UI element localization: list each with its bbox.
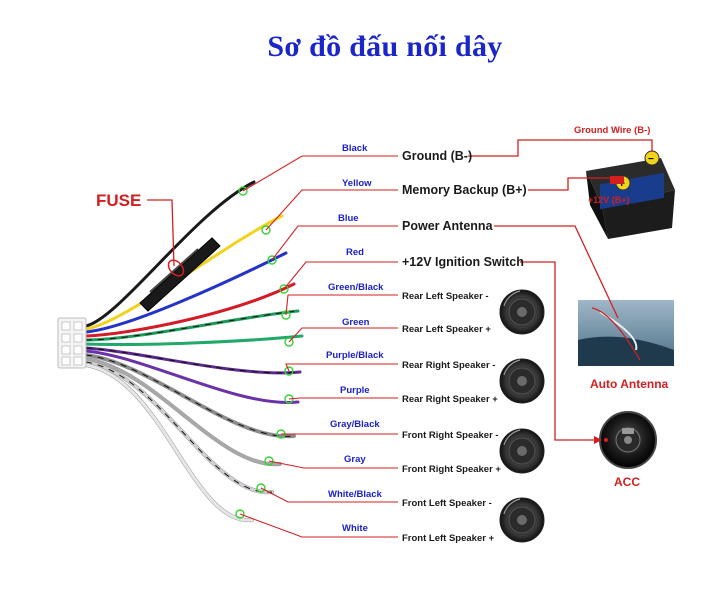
battery-label: +12V (B+) bbox=[588, 195, 630, 205]
speaker-icon bbox=[499, 358, 545, 404]
wire-color-label: Blue bbox=[338, 213, 359, 224]
speaker-icon bbox=[499, 428, 545, 474]
battery-image: − + +12V (B+) bbox=[586, 150, 675, 239]
leader-line bbox=[260, 487, 398, 503]
leader-line bbox=[285, 294, 398, 316]
wire-marker bbox=[256, 483, 266, 493]
wire-marker bbox=[267, 255, 277, 265]
wire-function-label: Front Left Speaker + bbox=[402, 533, 495, 544]
wire-marker bbox=[261, 225, 271, 235]
acc-line bbox=[520, 261, 598, 441]
wire-green-black bbox=[84, 309, 300, 342]
ground-wire-label: Ground Wire (B-) bbox=[574, 125, 650, 136]
wire-green bbox=[84, 334, 304, 347]
wire-function-label: Power Antenna bbox=[402, 219, 494, 233]
auto-antenna-label: Auto Antenna bbox=[590, 377, 669, 391]
wire-stripe bbox=[85, 354, 295, 437]
speaker-icon bbox=[499, 497, 545, 543]
leader-line bbox=[239, 513, 398, 538]
fuse-holder bbox=[139, 237, 221, 312]
wire-purple bbox=[84, 349, 300, 404]
leader-line bbox=[285, 363, 398, 372]
wire-blue bbox=[84, 251, 288, 334]
battery-positive-line bbox=[528, 177, 610, 191]
wire-marker bbox=[238, 186, 248, 196]
wire-function-label: Front Left Speaker - bbox=[402, 498, 492, 509]
wire-stripe bbox=[85, 347, 301, 374]
wire-function-label: +12V Ignition Switch bbox=[402, 255, 524, 269]
wire-color-label: Purple bbox=[340, 385, 370, 396]
wire-function-label: Rear Right Speaker + bbox=[402, 394, 498, 405]
leader-line bbox=[288, 397, 398, 400]
speaker-icon bbox=[499, 289, 545, 335]
wire-color-label: Green bbox=[342, 317, 370, 328]
acc-label: ACC bbox=[614, 475, 640, 489]
wire-black bbox=[84, 180, 256, 328]
wire-function-label: Front Right Speaker - bbox=[402, 430, 499, 441]
speakers-group bbox=[499, 289, 545, 543]
wire-color-label: Gray bbox=[344, 454, 366, 465]
wire-marker bbox=[279, 284, 289, 294]
wire-color-label: Yellow bbox=[342, 178, 372, 189]
wire-color-label: Red bbox=[346, 247, 364, 258]
wire-marker bbox=[235, 509, 245, 519]
fuse-pointer bbox=[147, 199, 175, 267]
wire-color-label: Black bbox=[342, 143, 368, 154]
wire-gray bbox=[84, 357, 282, 466]
wire-marker bbox=[264, 456, 274, 466]
wire-marker bbox=[284, 337, 294, 347]
wire-white bbox=[84, 363, 254, 522]
leader-line bbox=[283, 261, 398, 290]
acc-switch-image bbox=[599, 411, 657, 469]
wire-function-label: Ground (B-) bbox=[402, 149, 472, 163]
leader-line bbox=[242, 155, 398, 192]
wire-color-label: White bbox=[342, 523, 368, 534]
wire-stripe bbox=[85, 361, 273, 493]
wire-color-label: Purple/Black bbox=[326, 350, 384, 361]
wire-function-label: Front Right Speaker + bbox=[402, 464, 501, 475]
leader-line bbox=[288, 327, 398, 343]
fuse-label: FUSE bbox=[96, 191, 141, 210]
wires-group bbox=[84, 180, 304, 523]
leader-line bbox=[271, 225, 398, 261]
wire-color-label: White/Black bbox=[328, 489, 383, 500]
harness-connector bbox=[57, 317, 87, 369]
wire-function-label: Memory Backup (B+) bbox=[402, 183, 527, 197]
svg-text:−: − bbox=[648, 154, 654, 165]
wire-marker bbox=[284, 366, 294, 376]
wire-function-label: Rear Left Speaker - bbox=[402, 291, 489, 302]
wire-color-label: Green/Black bbox=[328, 282, 384, 293]
antenna-line bbox=[494, 225, 619, 319]
wire-color-label: Gray/Black bbox=[330, 419, 380, 430]
diagram-title: Sơ đồ đấu nối dây bbox=[267, 30, 503, 63]
wire-function-label: Rear Right Speaker - bbox=[402, 360, 495, 371]
auto-antenna-image bbox=[578, 300, 674, 366]
wire-red bbox=[84, 282, 296, 338]
wire-function-label: Rear Left Speaker + bbox=[402, 324, 491, 335]
ground-wire-line bbox=[468, 139, 653, 157]
leader-line bbox=[268, 460, 398, 469]
leader-line bbox=[265, 189, 398, 231]
